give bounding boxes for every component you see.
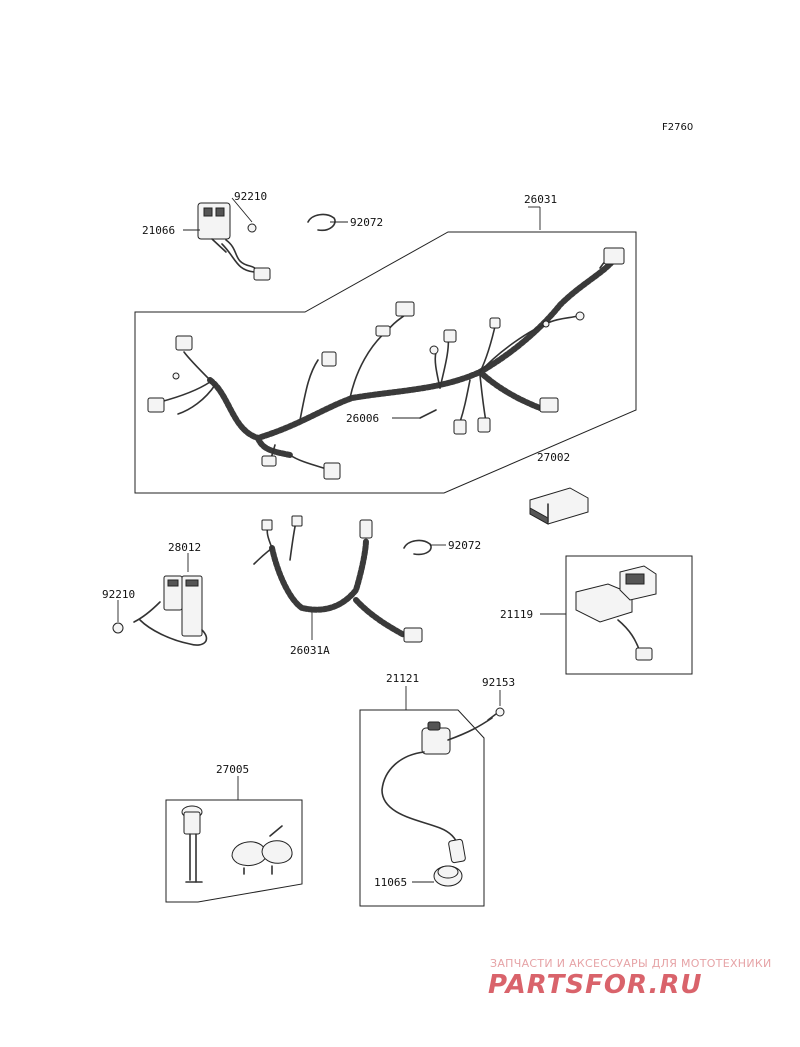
callout-26031A[interactable]: 26031A bbox=[290, 644, 330, 657]
part-21121-ignition-coil[interactable] bbox=[381, 717, 493, 864]
part-11065-cap[interactable] bbox=[433, 865, 463, 887]
part-92153-bolt[interactable] bbox=[487, 707, 505, 721]
main-harness-frame bbox=[134, 231, 637, 494]
callout-21119[interactable]: 21119 bbox=[500, 608, 533, 621]
callout-92153[interactable]: 92153 bbox=[482, 676, 515, 689]
part-27002-relay[interactable] bbox=[529, 487, 589, 525]
callout-92072-mid[interactable]: 92072 bbox=[448, 539, 481, 552]
callout-26006[interactable]: 26006 bbox=[346, 412, 379, 425]
callout-92210-top[interactable]: 92210 bbox=[234, 190, 267, 203]
watermark-tagline: ЗАПЧАСТИ И АКСЕССУАРЫ ДЛЯ МОТОТЕХНИКИ bbox=[490, 957, 772, 970]
figure-code: F2760 bbox=[662, 122, 693, 133]
callout-21121[interactable]: 21121 bbox=[386, 672, 419, 685]
part-26031-main-harness[interactable] bbox=[147, 247, 625, 480]
frame-27005 bbox=[165, 799, 303, 903]
callout-21066[interactable]: 21066 bbox=[142, 224, 175, 237]
part-27005-horn[interactable] bbox=[231, 825, 293, 875]
part-21119-unit[interactable] bbox=[575, 565, 657, 661]
part-27005-switch[interactable] bbox=[181, 805, 203, 883]
part-92072-clamp-top[interactable] bbox=[307, 213, 336, 232]
part-92072-clamp-mid[interactable] bbox=[403, 539, 432, 556]
callout-92210-left[interactable]: 92210 bbox=[102, 588, 135, 601]
nut-92210-icon bbox=[247, 223, 257, 233]
part-26006-wire[interactable] bbox=[419, 409, 437, 419]
callout-27005[interactable]: 27005 bbox=[216, 763, 249, 776]
nut-92210-left-icon bbox=[112, 622, 124, 634]
callout-11065[interactable]: 11065 bbox=[374, 876, 407, 889]
frame-21119 bbox=[565, 555, 693, 675]
part-21066-regulator[interactable] bbox=[197, 202, 271, 281]
frame-21121 bbox=[359, 709, 485, 907]
callout-26031[interactable]: 26031 bbox=[524, 193, 557, 206]
part-26031A-sub-harness[interactable] bbox=[253, 515, 423, 643]
watermark-brand: PARTSFOR.RU bbox=[488, 970, 702, 1000]
part-28012-switch[interactable] bbox=[112, 575, 208, 646]
callout-28012[interactable]: 28012 bbox=[168, 541, 201, 554]
callout-92072-top[interactable]: 92072 bbox=[350, 216, 383, 229]
callout-27002[interactable]: 27002 bbox=[537, 451, 570, 464]
